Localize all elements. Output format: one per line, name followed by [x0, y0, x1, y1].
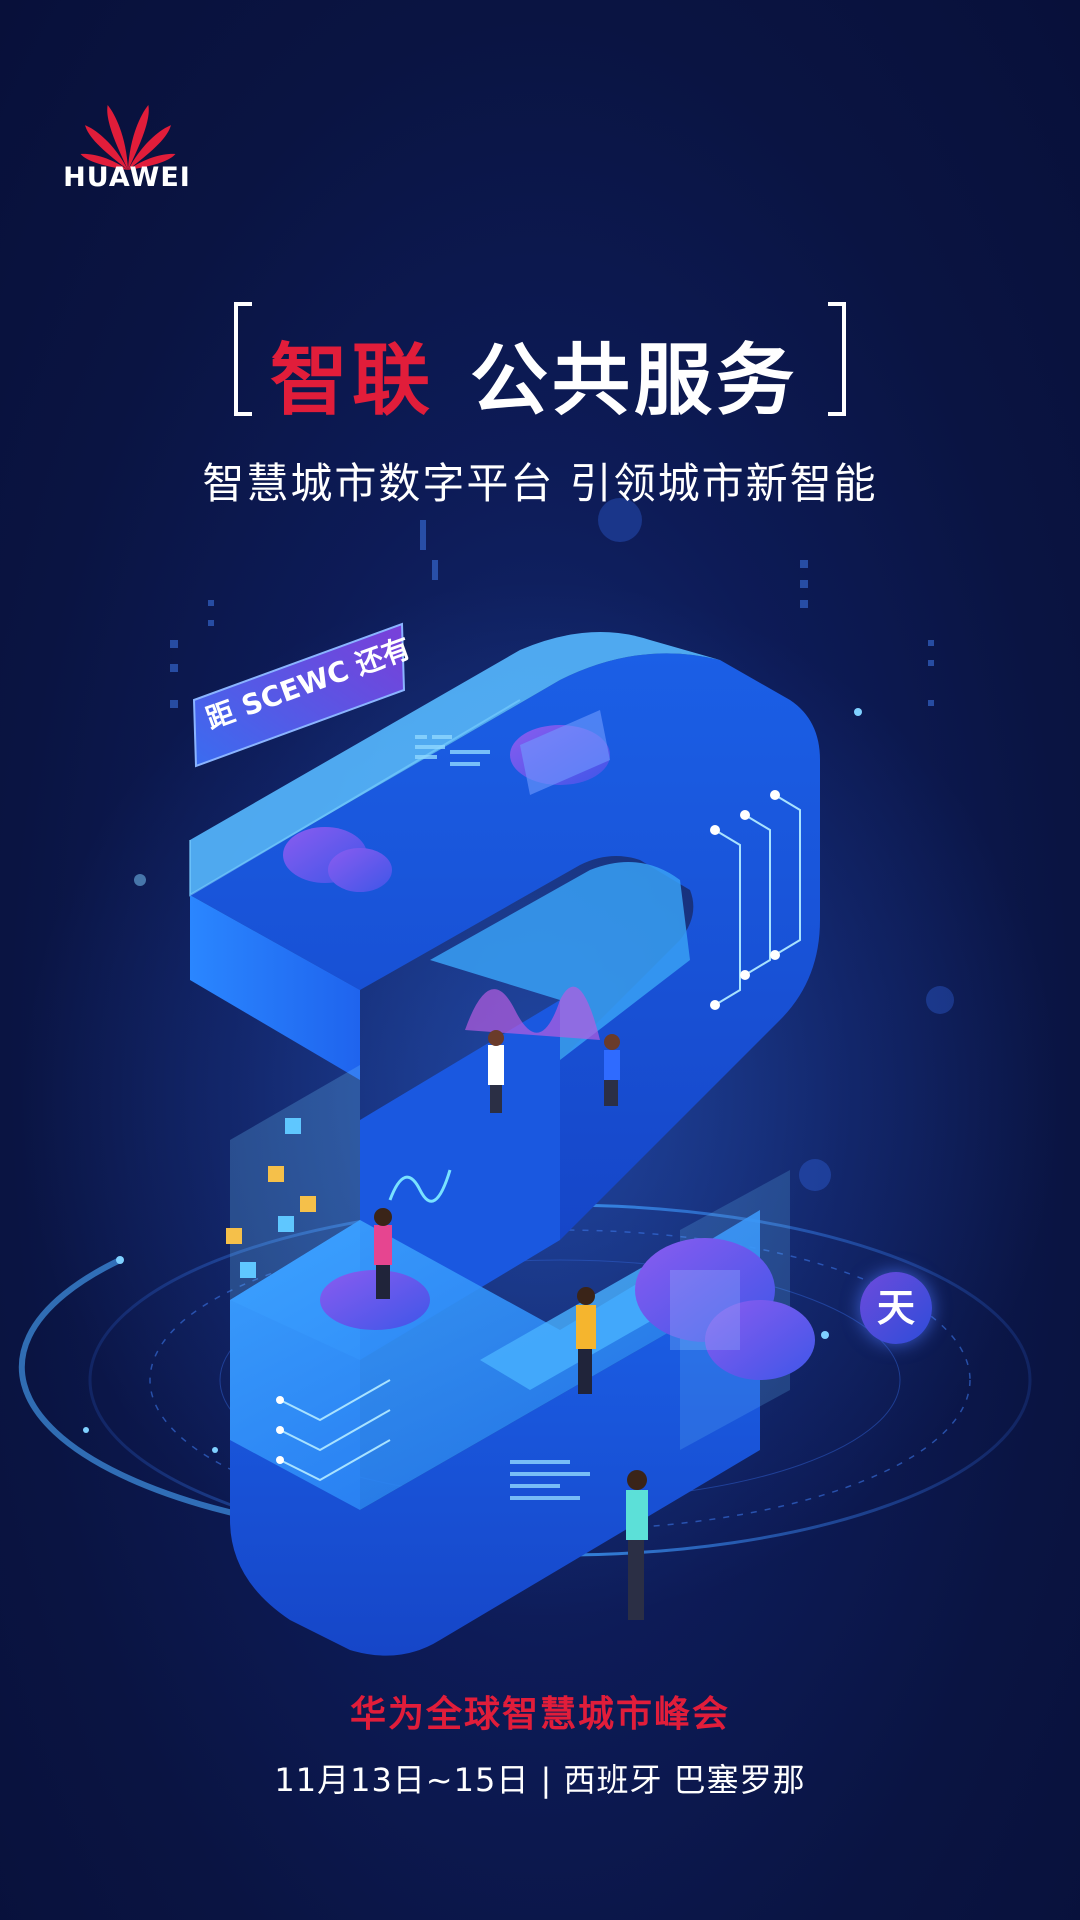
tagline: 智慧城市数字平台 引领城市新智能: [202, 459, 878, 508]
headline-highlight: 智联: [270, 336, 435, 426]
event-date-location: 11月13日~15日 | 西班牙 巴塞罗那: [274, 1761, 806, 1799]
countdown-digit-illustration: [189, 632, 820, 1656]
event-name: 华为全球智慧城市峰会: [349, 1694, 730, 1735]
title-bracket-frame: [234, 302, 846, 416]
countdown-label-card: [192, 622, 406, 768]
headline-main: 公共服务: [470, 336, 799, 426]
huawei-logo-icon: [80, 104, 176, 170]
countdown-unit-badge: 天: [860, 1272, 932, 1344]
brand-wordmark: HUAWEI: [63, 162, 191, 193]
headline: 智联公共服务: [270, 318, 798, 430]
cloud-icon: [283, 827, 392, 892]
